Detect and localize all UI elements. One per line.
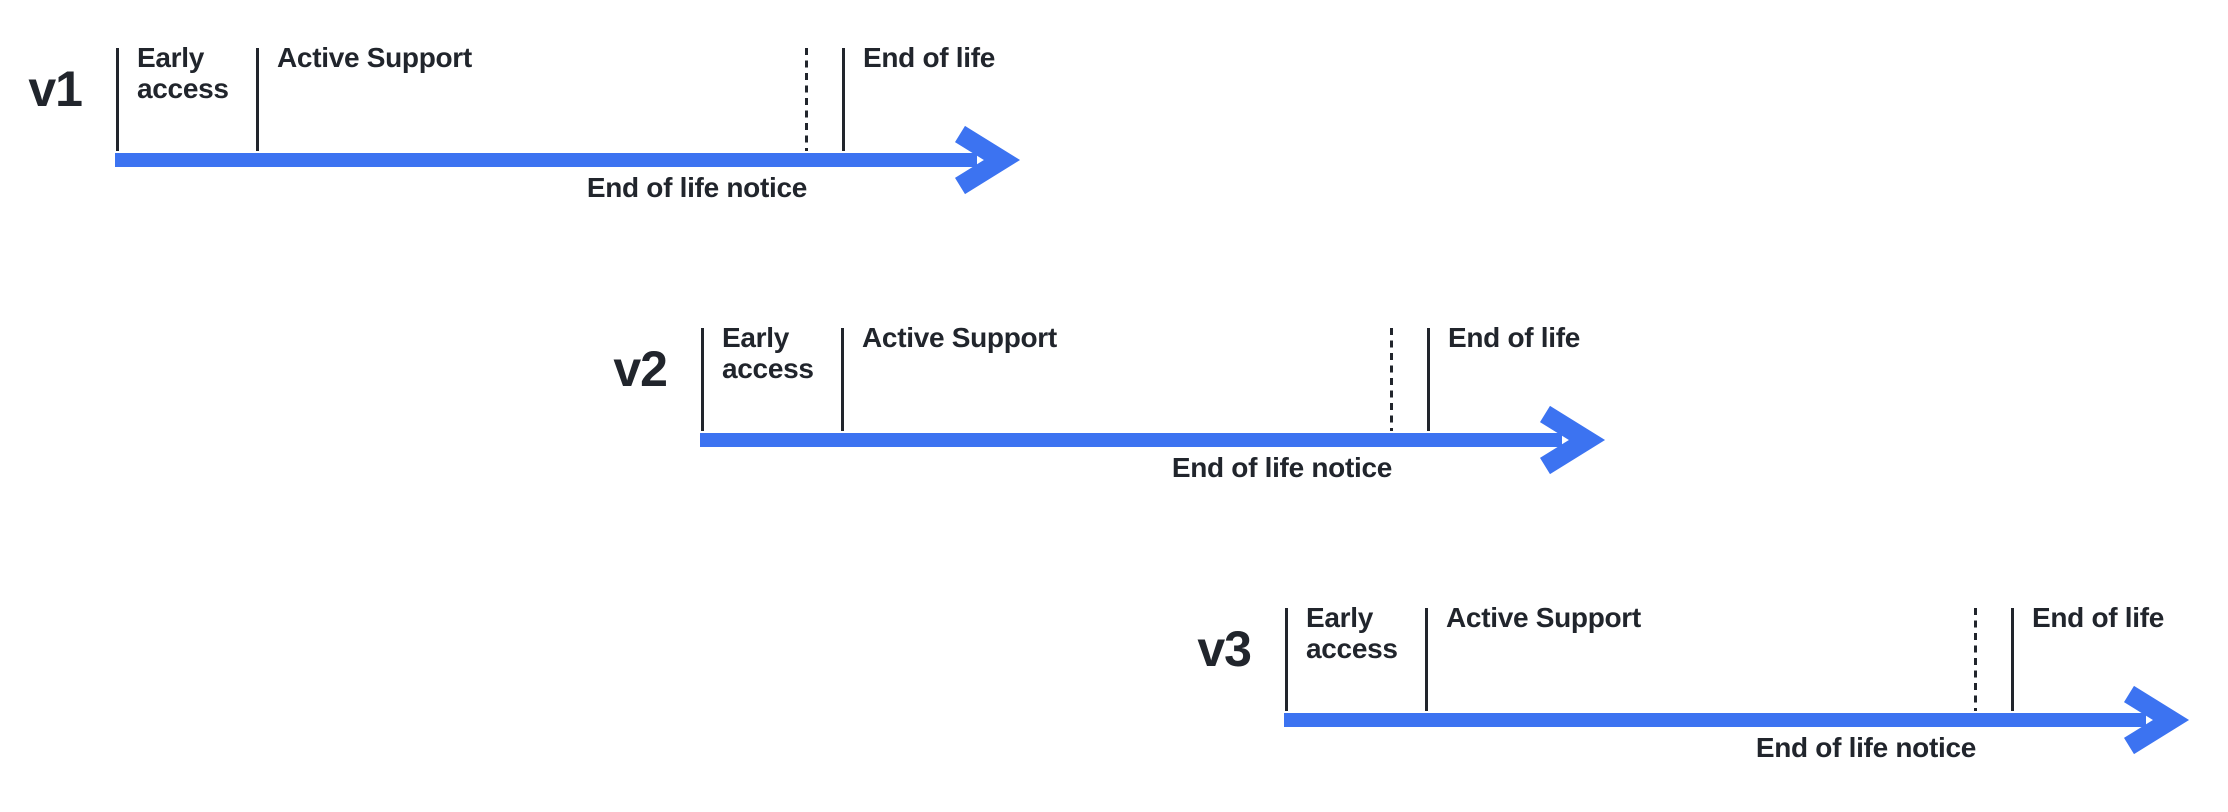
timeline-arrow-shaft [700, 433, 1562, 447]
active-support-label: Active Support [862, 322, 1057, 353]
end-of-life-tick [842, 48, 845, 151]
timeline-arrow-shaft [115, 153, 977, 167]
early-access-label: Early access [1306, 602, 1398, 664]
early-access-tick [701, 328, 704, 431]
end-of-life-tick [1427, 328, 1430, 431]
eol-notice-dashed-line [1390, 328, 1393, 431]
active-support-label: Active Support [277, 42, 472, 73]
version-label-v2: v2 [613, 341, 668, 397]
version-label-v1: v1 [28, 61, 83, 117]
active-support-label: Active Support [1446, 602, 1641, 633]
early-access-label: Early access [137, 42, 229, 104]
early-access-label: Early access [722, 322, 814, 384]
end-of-life-label: End of life [2032, 602, 2165, 633]
end-of-life-tick [2011, 608, 2014, 711]
active-support-tick [841, 328, 844, 431]
active-support-tick [256, 48, 259, 151]
early-access-tick [1285, 608, 1288, 711]
timeline-v3: v3 Early access Active Support End of li… [1197, 602, 2228, 788]
eol-notice-label: End of life notice [1755, 732, 1976, 763]
eol-notice-dashed-line [805, 48, 808, 151]
timeline-arrow-head-icon [954, 125, 1021, 195]
eol-notice-label: End of life notice [586, 172, 807, 203]
timeline-v2: v2 Early access Active Support End of li… [613, 322, 1662, 508]
eol-notice-dashed-line [1974, 608, 1977, 711]
end-of-life-label: End of life [863, 42, 996, 73]
timeline-arrow-head-icon [2123, 685, 2190, 755]
timeline-v1: v1 Early access Active Support End of li… [28, 42, 1077, 228]
timeline-arrow-head-icon [1539, 405, 1606, 475]
timeline-arrow-shaft [1284, 713, 2146, 727]
active-support-tick [1425, 608, 1428, 711]
end-of-life-label: End of life [1448, 322, 1581, 353]
version-label-v3: v3 [1197, 621, 1252, 677]
eol-notice-label: End of life notice [1171, 452, 1392, 483]
early-access-tick [116, 48, 119, 151]
